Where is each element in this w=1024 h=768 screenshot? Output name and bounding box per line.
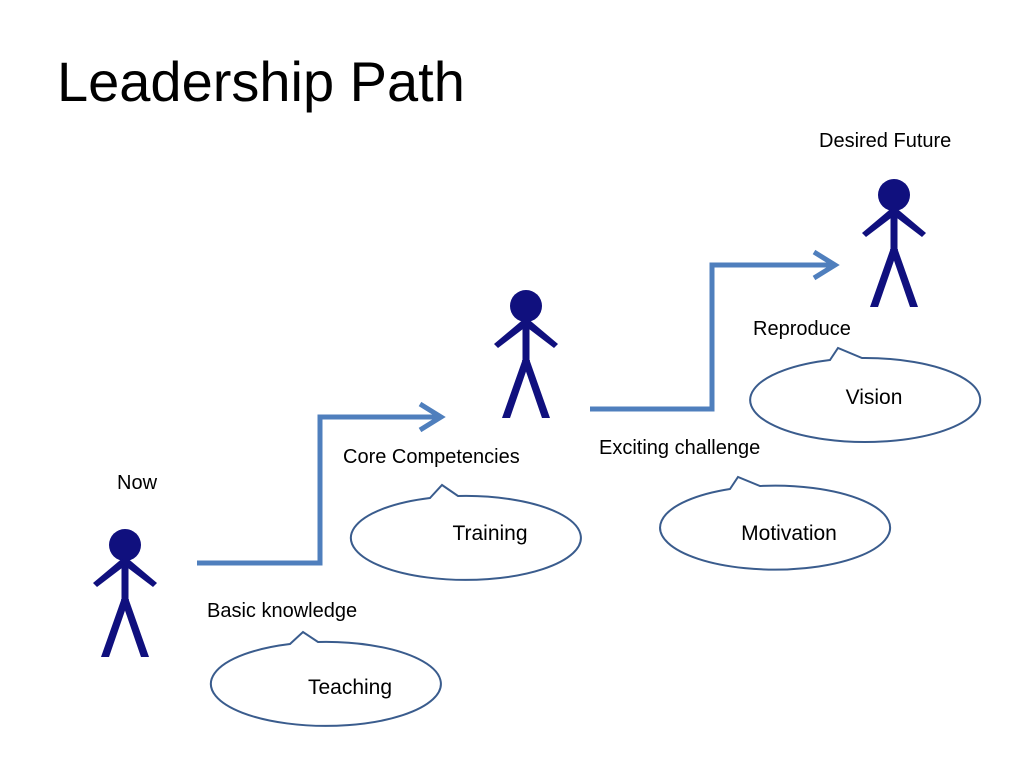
person-core-icon (494, 290, 558, 418)
step-label-exciting: Exciting challenge (599, 437, 760, 459)
person-future-icon (862, 179, 926, 307)
bubble-label-teaching: Teaching (308, 676, 392, 699)
bubble-label-vision: Vision (846, 386, 903, 409)
step-arrow-1 (197, 401, 446, 566)
bubble-teaching: Teaching (209, 630, 442, 727)
bubble-training: Training (349, 483, 582, 581)
stage-label-future: Desired Future (819, 130, 951, 152)
stage-label-core: Core Competencies (343, 446, 520, 468)
bubble-label-training: Training (452, 522, 527, 545)
step-label-basic: Basic knowledge (207, 600, 357, 622)
bubble-motivation: Motivation (659, 475, 892, 571)
bubble-label-motivation: Motivation (741, 522, 837, 545)
bubble-vision: Vision (749, 346, 982, 443)
stage-label-now: Now (117, 472, 158, 494)
slide-title: Leadership Path (57, 50, 465, 113)
person-now-icon (93, 529, 157, 657)
step-label-reproduce: Reproduce (753, 318, 851, 340)
step-arrow-2 (590, 249, 840, 412)
